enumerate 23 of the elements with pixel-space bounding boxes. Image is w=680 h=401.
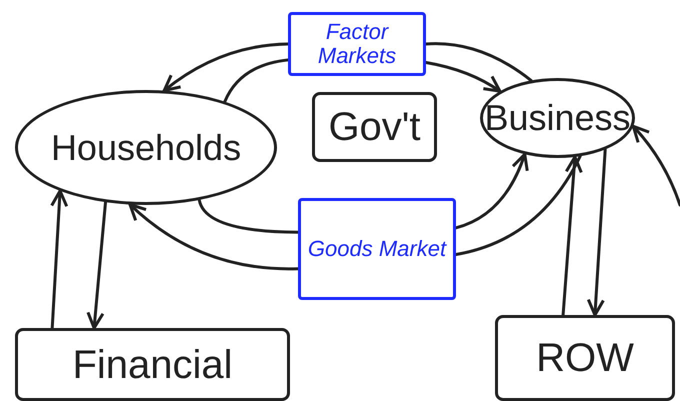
node-label: Goods Market bbox=[306, 237, 448, 261]
market-box bbox=[298, 198, 456, 300]
flow-arrow bbox=[86, 200, 108, 330]
node-label: Households bbox=[50, 126, 242, 170]
flow-arrow bbox=[128, 203, 300, 270]
node-label: ROW bbox=[535, 335, 635, 382]
sector-ellipse bbox=[15, 90, 277, 205]
node-label: Business bbox=[483, 96, 632, 140]
flow-arrow bbox=[162, 42, 290, 92]
flow-arrow bbox=[562, 155, 583, 316]
node-label: Gov't bbox=[327, 104, 422, 151]
flow-arrow bbox=[454, 152, 528, 230]
node-label: Factor Markets bbox=[316, 20, 398, 68]
flow-arrow bbox=[586, 148, 607, 316]
flow-arrow bbox=[424, 61, 502, 93]
sector-box bbox=[495, 315, 675, 401]
sector-box bbox=[15, 328, 290, 401]
flow-arrow bbox=[50, 189, 68, 330]
market-box bbox=[288, 12, 426, 76]
flow-arrow bbox=[632, 124, 680, 206]
node-label: Financial bbox=[71, 342, 234, 388]
sector-ellipse bbox=[480, 78, 635, 158]
sector-box bbox=[312, 92, 437, 162]
